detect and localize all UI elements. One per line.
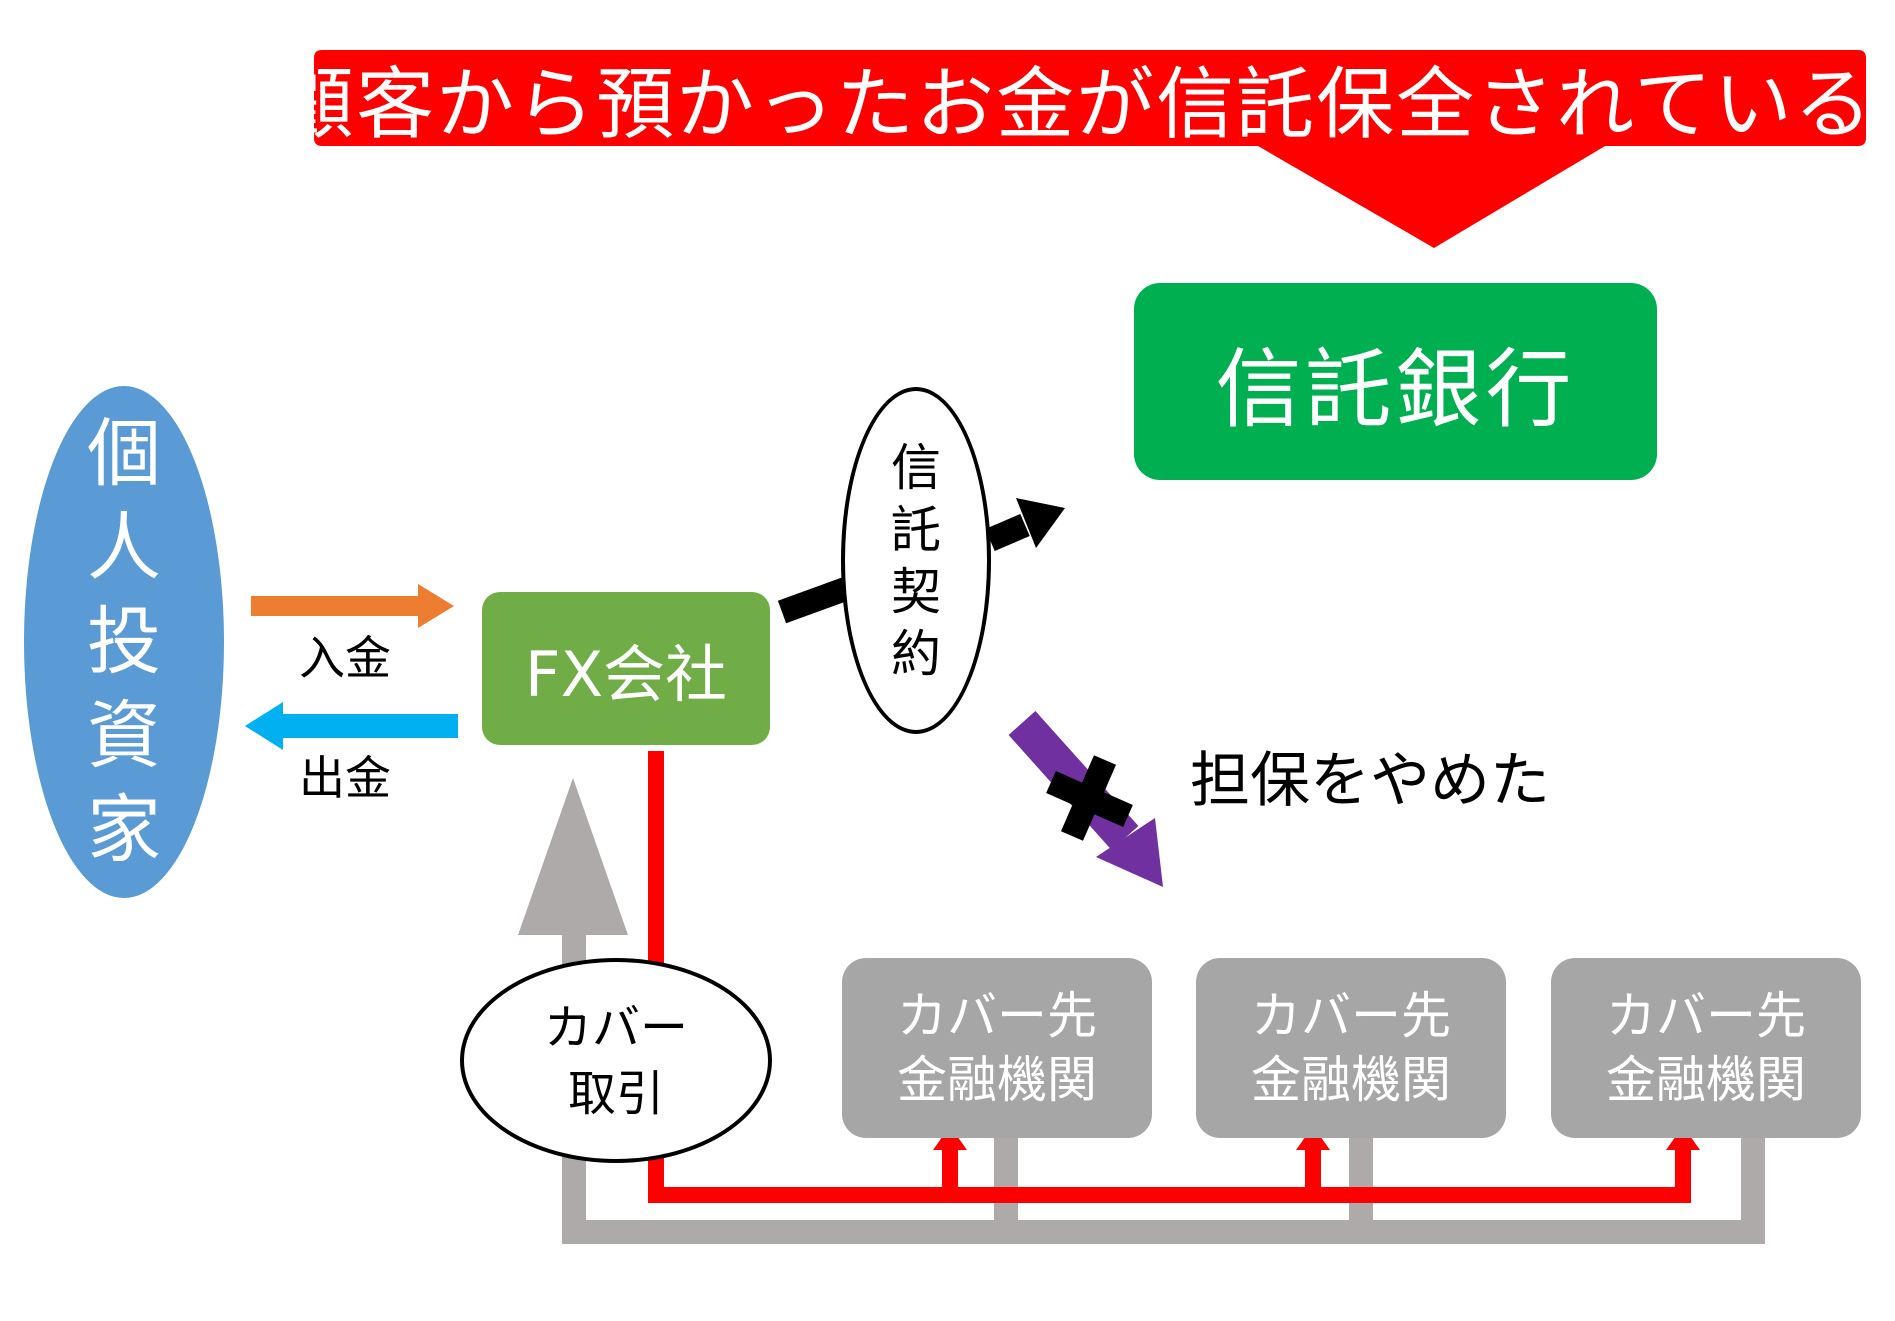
trust-bank-node: 信託銀行 (1134, 283, 1657, 480)
cover-institution-line2: 金融機関 (897, 1051, 1097, 1109)
investor-label-char: 資 (87, 693, 161, 779)
deposit-arrow-shaft (251, 596, 421, 616)
cover-institution-node-1: カバー先 金融機関 (842, 958, 1152, 1138)
trust-contract-label-char: 約 (891, 624, 941, 683)
contract-arrow-head (1016, 498, 1065, 548)
cover-institution-line2: 金融機関 (1251, 1051, 1451, 1109)
fx-company-node: FX会社 (482, 592, 770, 745)
cover-institution-node-2: カバー先 金融機関 (1196, 958, 1506, 1138)
cover-trade-node: カバー 取引 (460, 958, 772, 1163)
cover-institution-line1: カバー先 (1251, 987, 1451, 1045)
individual-investor-node: 個 人 投 資 家 (24, 386, 224, 898)
settlement-arrowhead (518, 778, 628, 935)
order-arrowhead-2 (1296, 1126, 1330, 1150)
banner-title: 顧客から預かったお金が信託保全されている (276, 60, 1874, 150)
order-arrowhead-1 (933, 1126, 967, 1150)
cover-institution-line1: カバー先 (1606, 987, 1806, 1045)
withdraw-label: 出金 (299, 751, 391, 805)
stopped-arrow-head (1096, 818, 1163, 887)
trust-contract-label-char: 信 (891, 438, 941, 497)
cover-trade-label-line: 取引 (567, 1065, 664, 1122)
trust-contract-label-char: 契 (891, 562, 941, 621)
investor-label-char: 人 (87, 505, 161, 591)
withdraw-arrow-shaft (280, 714, 458, 738)
withdraw-arrow-head (245, 702, 283, 750)
contract-arrow-shaft-left (777, 576, 853, 624)
cover-trade-label-line: カバー (543, 999, 688, 1056)
trust-contract-node: 信 託 契 約 (841, 387, 991, 734)
collateral-stopped-label: 担保をやめた (1190, 745, 1550, 816)
trust-bank-label: 信託銀行 (1215, 340, 1576, 440)
investor-label-char: 個 (87, 411, 161, 497)
deposit-arrow-head (418, 584, 454, 628)
banner-callout (314, 50, 1866, 248)
cover-institution-line1: カバー先 (897, 987, 1097, 1045)
investor-label-char: 家 (87, 787, 161, 873)
cover-institution-node-3: カバー先 金融機関 (1551, 958, 1861, 1138)
investor-label-char: 投 (87, 599, 161, 685)
contract-arrow-shaft-right (985, 513, 1030, 552)
fx-company-label: FX会社 (524, 637, 728, 711)
cross-mark-stroke-2 (1060, 755, 1117, 841)
trust-contract-label-char: 託 (891, 500, 941, 559)
cover-institution-line2: 金融機関 (1606, 1051, 1806, 1109)
order-arrowhead-3 (1666, 1126, 1700, 1150)
deposit-label: 入金 (299, 631, 391, 685)
